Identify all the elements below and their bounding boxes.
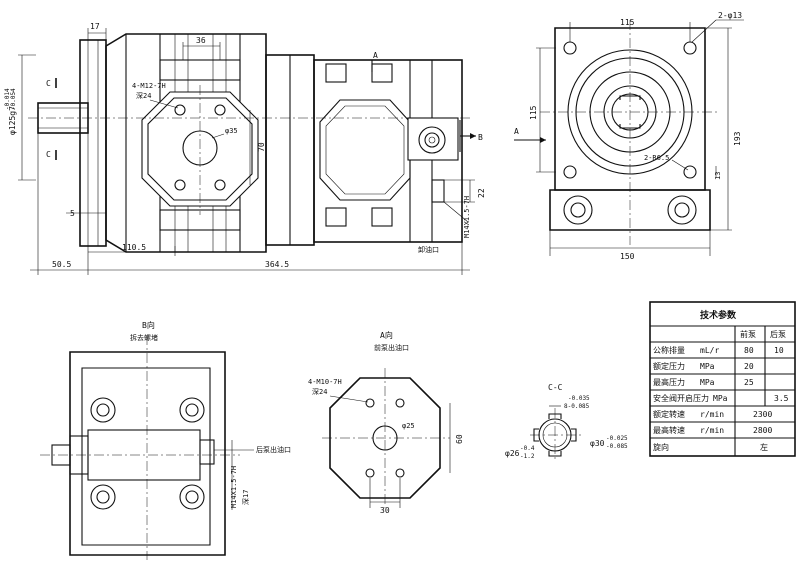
- dim-tol-125-b: -0.054: [10, 88, 17, 110]
- spec-col-rear: 后泵: [770, 329, 786, 339]
- section-c-title: C-C: [548, 383, 563, 392]
- dim-115-top: 115: [620, 18, 635, 27]
- dim-phi-125: φ125g7: [8, 106, 17, 135]
- view-b-outline: [69, 351, 226, 556]
- section-c-left-tol-b: -1.2: [520, 453, 535, 460]
- dim-2-r6-5: 2-R6.5: [644, 154, 669, 162]
- spec-row-2-unit: MPa: [700, 378, 715, 387]
- section-c-left-tol-a: -0.4: [520, 445, 535, 452]
- spec-row-1-unit: MPa: [700, 362, 715, 371]
- side-view: [540, 20, 720, 245]
- dim-22: 22: [477, 188, 486, 198]
- spec-row-1-label: 额定压力: [653, 361, 685, 371]
- view-a-phi-25: φ25: [402, 422, 415, 430]
- spec-row-2-front: 25: [744, 378, 754, 387]
- dim-tol-125-a: -0.014: [4, 88, 11, 110]
- spec-row-0-rear: 10: [774, 346, 784, 355]
- front-view: [28, 33, 470, 253]
- dim-m14-rear: M14X1.5-7H: [463, 196, 471, 238]
- view-b: B向 拆去螺堵 后泵出油口 M14X1.5-7H 深17: [40, 320, 291, 560]
- dim-5: 5: [70, 209, 75, 218]
- view-b-deep-17: 深17: [241, 490, 250, 505]
- drain-port: [431, 179, 445, 203]
- spec-title: 技术参数: [700, 309, 737, 321]
- view-b-title: B向: [142, 320, 155, 330]
- dim-150: 150: [620, 252, 635, 261]
- section-c-top: C: [46, 79, 51, 88]
- section-c-top-tol-a: -0.035: [568, 395, 590, 402]
- dim-193: 193: [733, 131, 742, 146]
- side-arrow-a: A: [514, 127, 519, 136]
- section-c-right-label: φ30: [590, 439, 605, 448]
- spec-row-4-unit: r/min: [700, 410, 724, 419]
- rear-pump-face: [319, 99, 411, 201]
- spec-row-1-front: 20: [744, 362, 754, 371]
- view-a-subtitle: 前泵出油口: [374, 343, 409, 352]
- section-c-left-label: φ26: [505, 449, 520, 458]
- spec-row-3-unit: MPa: [713, 394, 728, 403]
- spec-row-0-unit: mL/r: [700, 346, 719, 355]
- view-a-thread: 4-M10-7H: [308, 378, 342, 386]
- view-b-arrow-label: B: [478, 133, 483, 142]
- view-b-subtitle: 拆去螺堵: [130, 333, 158, 342]
- dim-phi-35: φ35: [225, 127, 238, 135]
- view-a-arrow-label: A: [373, 51, 378, 60]
- spec-row-5-unit: r/min: [700, 426, 724, 435]
- dim-13: 13: [714, 172, 722, 180]
- dim-110-5: 110.5: [122, 243, 146, 252]
- spec-row-4-label: 额定转速: [653, 409, 685, 419]
- front-view-dimensions: 17 36 4-M12-7H 深24 φ35 70 φ125g7 -0.014 …: [4, 22, 486, 275]
- spec-row-3-rear: 3.5: [774, 394, 789, 403]
- relief-valve-boss: [407, 117, 459, 161]
- dim-70: 70: [257, 142, 266, 152]
- section-c-right-tol-b: -0.085: [606, 443, 628, 450]
- spec-row-6-label: 旋向: [653, 442, 669, 452]
- dim-4-m12: 4-M12-7H: [132, 82, 166, 90]
- rear-pump-body: [313, 59, 463, 243]
- spec-row-0-label: 公称排量: [653, 345, 685, 355]
- dim-115-side: 115: [529, 105, 538, 120]
- dim-36: 36: [196, 36, 206, 45]
- view-a: A向 前泵出油口 4-M10-7H 深24 φ25 60 30: [308, 330, 464, 515]
- dim-17: 17: [90, 22, 100, 31]
- drain-port-label: 卸油口: [418, 245, 439, 254]
- dim-50-5: 50.5: [52, 260, 71, 269]
- section-c-top-tol-b: 8-0.085: [564, 403, 590, 410]
- side-view-dimensions: 115 2-φ13 115 193 2-R6.5 13 150 A: [514, 11, 744, 261]
- view-a-dim-30: 30: [380, 506, 390, 515]
- dim-deep-24: 深24: [136, 91, 151, 100]
- section-c: C-C -0.035 8-0.085 φ26 -0.4 -1.2 φ30 -0.…: [505, 383, 628, 462]
- spec-row-3-label: 安全阀开启压力: [653, 393, 709, 403]
- dim-2-phi-13: 2-φ13: [718, 11, 742, 20]
- spec-row-4-value: 2300: [753, 410, 772, 419]
- spec-row-2-label: 最高压力: [653, 377, 685, 387]
- view-a-title: A向: [380, 330, 393, 340]
- view-b-plug: [51, 444, 71, 466]
- view-a-octagon: [329, 377, 441, 499]
- spec-col-front: 前泵: [740, 329, 756, 339]
- spec-table: 技术参数 前泵 后泵 公称排量 mL/r 80 10 额定压力 MPa 20 最…: [649, 301, 796, 457]
- mounting-flange: [79, 39, 107, 247]
- view-b-port-label: 后泵出油口: [256, 445, 291, 454]
- section-c-right-tol-a: -0.025: [606, 435, 628, 442]
- spec-row-5-label: 最高转速: [653, 425, 685, 435]
- view-a-deep-24: 深24: [312, 387, 327, 396]
- section-c-bottom: C: [46, 150, 51, 159]
- spec-row-6-value: 左: [760, 442, 768, 452]
- view-b-m14: M14X1.5-7H: [230, 466, 238, 508]
- spec-row-0-front: 80: [744, 346, 754, 355]
- spec-row-5-value: 2800: [753, 426, 772, 435]
- dim-364-5: 364.5: [265, 260, 289, 269]
- view-a-dim-60: 60: [455, 434, 464, 444]
